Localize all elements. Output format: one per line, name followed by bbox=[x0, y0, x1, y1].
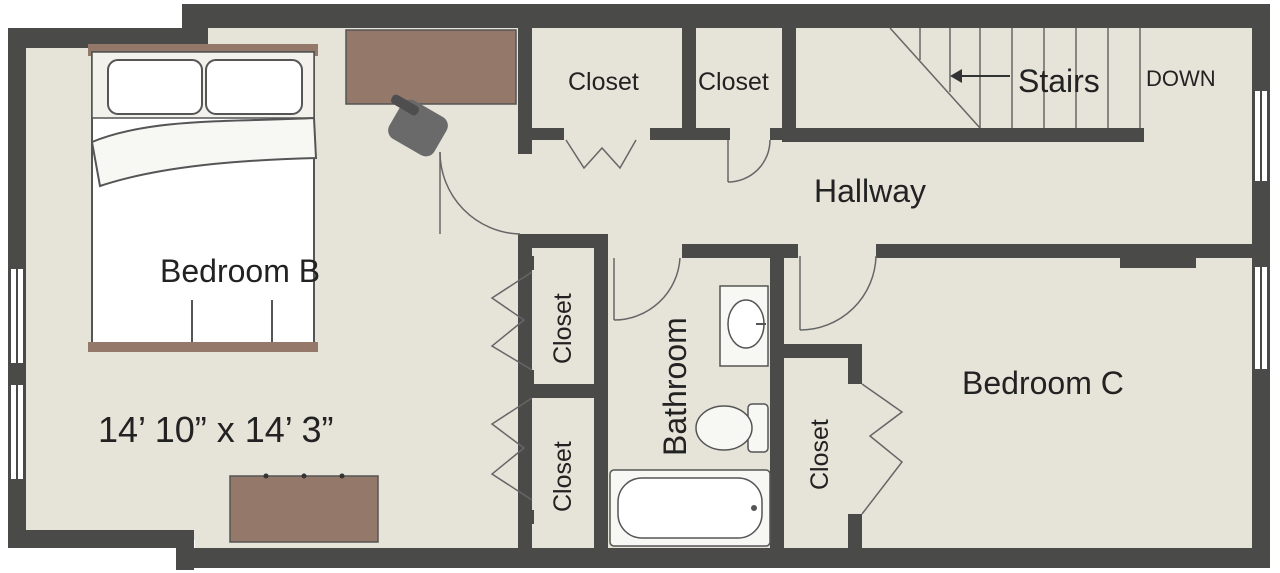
toilet bbox=[695, 403, 769, 453]
closet-label-bedroom-c: Closet bbox=[806, 419, 834, 490]
bed bbox=[88, 44, 318, 352]
closet-label-top-right: Closet bbox=[698, 68, 769, 96]
stairs bbox=[889, 27, 1141, 129]
door-swings bbox=[439, 139, 904, 515]
dresser bbox=[229, 473, 379, 543]
room-dimensions-bedroom-b: 14’ 10” x 14’ 3” bbox=[98, 409, 333, 450]
room-label-hallway: Hallway bbox=[814, 173, 926, 209]
room-label-bedroom-c: Bedroom C bbox=[962, 365, 1124, 401]
pillow-left bbox=[107, 59, 203, 115]
closet-label-middle-upper: Closet bbox=[549, 293, 577, 364]
sink bbox=[719, 285, 769, 367]
stairs-direction-arrow bbox=[950, 69, 1010, 83]
pillow-right bbox=[205, 59, 303, 115]
desk-chair bbox=[388, 94, 448, 157]
stairs-direction-label: DOWN bbox=[1146, 66, 1216, 91]
closet-label-middle-lower: Closet bbox=[549, 441, 577, 512]
room-label-bedroom-b: Bedroom B bbox=[160, 253, 320, 289]
interior-walls bbox=[518, 28, 1260, 548]
bed-blanket-fold bbox=[90, 116, 318, 188]
room-label-bathroom: Bathroom bbox=[657, 317, 693, 456]
bathtub bbox=[609, 469, 771, 547]
desk bbox=[345, 29, 517, 105]
windows bbox=[9, 89, 1269, 481]
room-label-stairs: Stairs bbox=[1018, 63, 1100, 99]
floor-area bbox=[20, 14, 1260, 560]
closet-label-top-left: Closet bbox=[568, 68, 639, 96]
